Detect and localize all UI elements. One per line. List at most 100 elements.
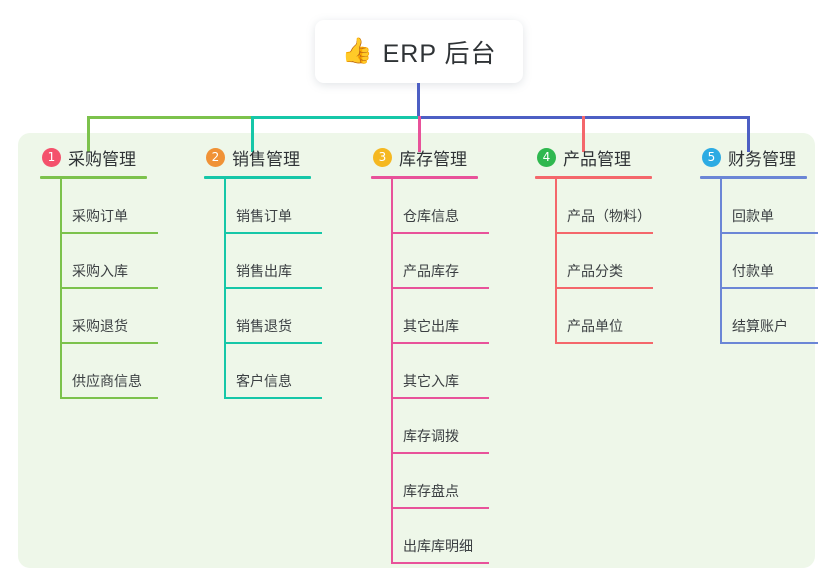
leaf-item-rule	[393, 342, 489, 344]
leaf-item[interactable]: 客户信息	[226, 344, 322, 399]
bus-segment-green	[87, 116, 251, 119]
column-2: 2 销售管理销售订单销售出库销售退货客户信息	[204, 144, 322, 399]
leaf-item-label: 其它出库	[403, 318, 459, 334]
column-rule-4	[535, 176, 652, 179]
column-rule-2	[204, 176, 311, 179]
leaf-list-4: 产品（物料） 产品分类产品单位	[535, 179, 653, 344]
leaf-item-rule	[393, 287, 489, 289]
leaf-item[interactable]: 采购入库	[62, 234, 158, 289]
leaf-item[interactable]: 其它出库	[393, 289, 489, 344]
leaf-item[interactable]: 采购订单	[62, 179, 158, 234]
column-header-3[interactable]: 3 库存管理	[371, 144, 478, 170]
column-badge-2: 2	[206, 147, 225, 167]
leaf-item-rule	[226, 287, 322, 289]
stub-connector-5	[747, 116, 750, 152]
column-rule-1	[40, 176, 147, 179]
trunk-line-1	[60, 179, 62, 399]
trunk-line-3	[391, 179, 393, 564]
leaf-item-label: 销售出库	[236, 263, 292, 279]
leaf-item-label: 产品库存	[403, 263, 459, 279]
column-4: 4 产品管理产品（物料） 产品分类产品单位	[535, 144, 653, 344]
column-rule-3	[371, 176, 478, 179]
root-node-title: ERP 后台	[382, 39, 497, 68]
leaf-item-rule	[557, 232, 653, 234]
leaf-item-label: 客户信息	[236, 373, 292, 389]
leaf-item-label: 库存盘点	[403, 483, 459, 499]
leaf-item-label: 其它入库	[403, 373, 459, 389]
trunk-line-2	[224, 179, 226, 399]
leaf-item-label: 出库库明细	[403, 538, 473, 554]
leaf-item[interactable]: 产品库存	[393, 234, 489, 289]
leaf-item-label: 供应商信息	[72, 373, 142, 389]
leaf-item[interactable]: 产品单位	[557, 289, 653, 344]
leaf-list-2: 销售订单销售出库销售退货客户信息	[204, 179, 322, 399]
leaf-item[interactable]: 付款单	[722, 234, 818, 289]
leaf-item-rule	[226, 397, 322, 399]
leaf-item-rule	[557, 287, 653, 289]
column-header-5[interactable]: 5 财务管理	[700, 144, 807, 170]
column-5: 5 财务管理回款单付款单结算账户	[700, 144, 818, 344]
leaf-item[interactable]: 库存盘点	[393, 454, 489, 509]
leaf-item-rule	[722, 342, 818, 344]
leaf-item-rule	[393, 452, 489, 454]
leaf-item-label: 结算账户	[732, 318, 788, 334]
leaf-list-5: 回款单付款单结算账户	[700, 179, 818, 344]
leaf-item-label: 销售订单	[236, 208, 292, 224]
column-title-5: 财务管理	[728, 149, 796, 169]
leaf-item-rule	[62, 397, 158, 399]
column-title-2: 销售管理	[232, 149, 300, 169]
leaf-item-rule	[62, 232, 158, 234]
content-panel	[18, 133, 815, 568]
leaf-item-label: 销售退货	[236, 318, 292, 334]
column-1: 1 采购管理采购订单采购入库采购退货供应商信息	[40, 144, 158, 399]
leaf-item[interactable]: 产品（物料）	[557, 179, 653, 234]
leaf-item[interactable]: 结算账户	[722, 289, 818, 344]
column-rule-5	[700, 176, 807, 179]
leaf-item[interactable]: 销售出库	[226, 234, 322, 289]
leaf-item[interactable]: 采购退货	[62, 289, 158, 344]
leaf-item[interactable]: 回款单	[722, 179, 818, 234]
column-badge-1: 1	[42, 147, 61, 167]
leaf-item[interactable]: 销售退货	[226, 289, 322, 344]
leaf-item[interactable]: 销售订单	[226, 179, 322, 234]
leaf-item-label: 采购订单	[72, 208, 128, 224]
column-badge-3: 3	[373, 147, 392, 167]
leaf-item-rule	[62, 287, 158, 289]
leaf-item[interactable]: 其它入库	[393, 344, 489, 399]
leaf-item[interactable]: 仓库信息	[393, 179, 489, 234]
column-title-3: 库存管理	[399, 149, 467, 169]
leaf-item-label: 产品单位	[567, 318, 623, 334]
stub-connector-3	[418, 116, 421, 152]
column-title-4: 产品管理	[563, 149, 631, 169]
bus-segment-teal	[251, 116, 418, 119]
leaf-item-label: 仓库信息	[403, 208, 459, 224]
leaf-item-rule	[722, 287, 818, 289]
thumbs-up-icon: 👍	[341, 37, 373, 65]
leaf-item-rule	[393, 232, 489, 234]
leaf-item-rule	[393, 397, 489, 399]
leaf-item-rule	[226, 342, 322, 344]
column-header-2[interactable]: 2 销售管理	[204, 144, 311, 170]
root-stem-connector	[417, 83, 420, 119]
trunk-line-5	[720, 179, 722, 344]
leaf-item-rule	[722, 232, 818, 234]
leaf-item-label: 产品（物料）	[567, 208, 651, 224]
leaf-item-label: 采购入库	[72, 263, 128, 279]
column-header-4[interactable]: 4 产品管理	[535, 144, 652, 170]
stub-connector-2	[251, 116, 254, 152]
leaf-item-rule	[62, 342, 158, 344]
column-badge-4: 4	[537, 147, 556, 167]
trunk-line-4	[555, 179, 557, 344]
leaf-item[interactable]: 产品分类	[557, 234, 653, 289]
stub-connector-4	[582, 116, 585, 152]
root-node[interactable]: 👍 ERP 后台	[315, 20, 523, 83]
leaf-item-rule	[557, 342, 653, 344]
column-badge-5: 5	[702, 147, 721, 167]
leaf-item-label: 产品分类	[567, 263, 623, 279]
column-header-1[interactable]: 1 采购管理	[40, 144, 147, 170]
leaf-item[interactable]: 供应商信息	[62, 344, 158, 399]
column-title-1: 采购管理	[68, 149, 136, 169]
leaf-item[interactable]: 出库库明细	[393, 509, 489, 564]
leaf-item[interactable]: 库存调拨	[393, 399, 489, 454]
